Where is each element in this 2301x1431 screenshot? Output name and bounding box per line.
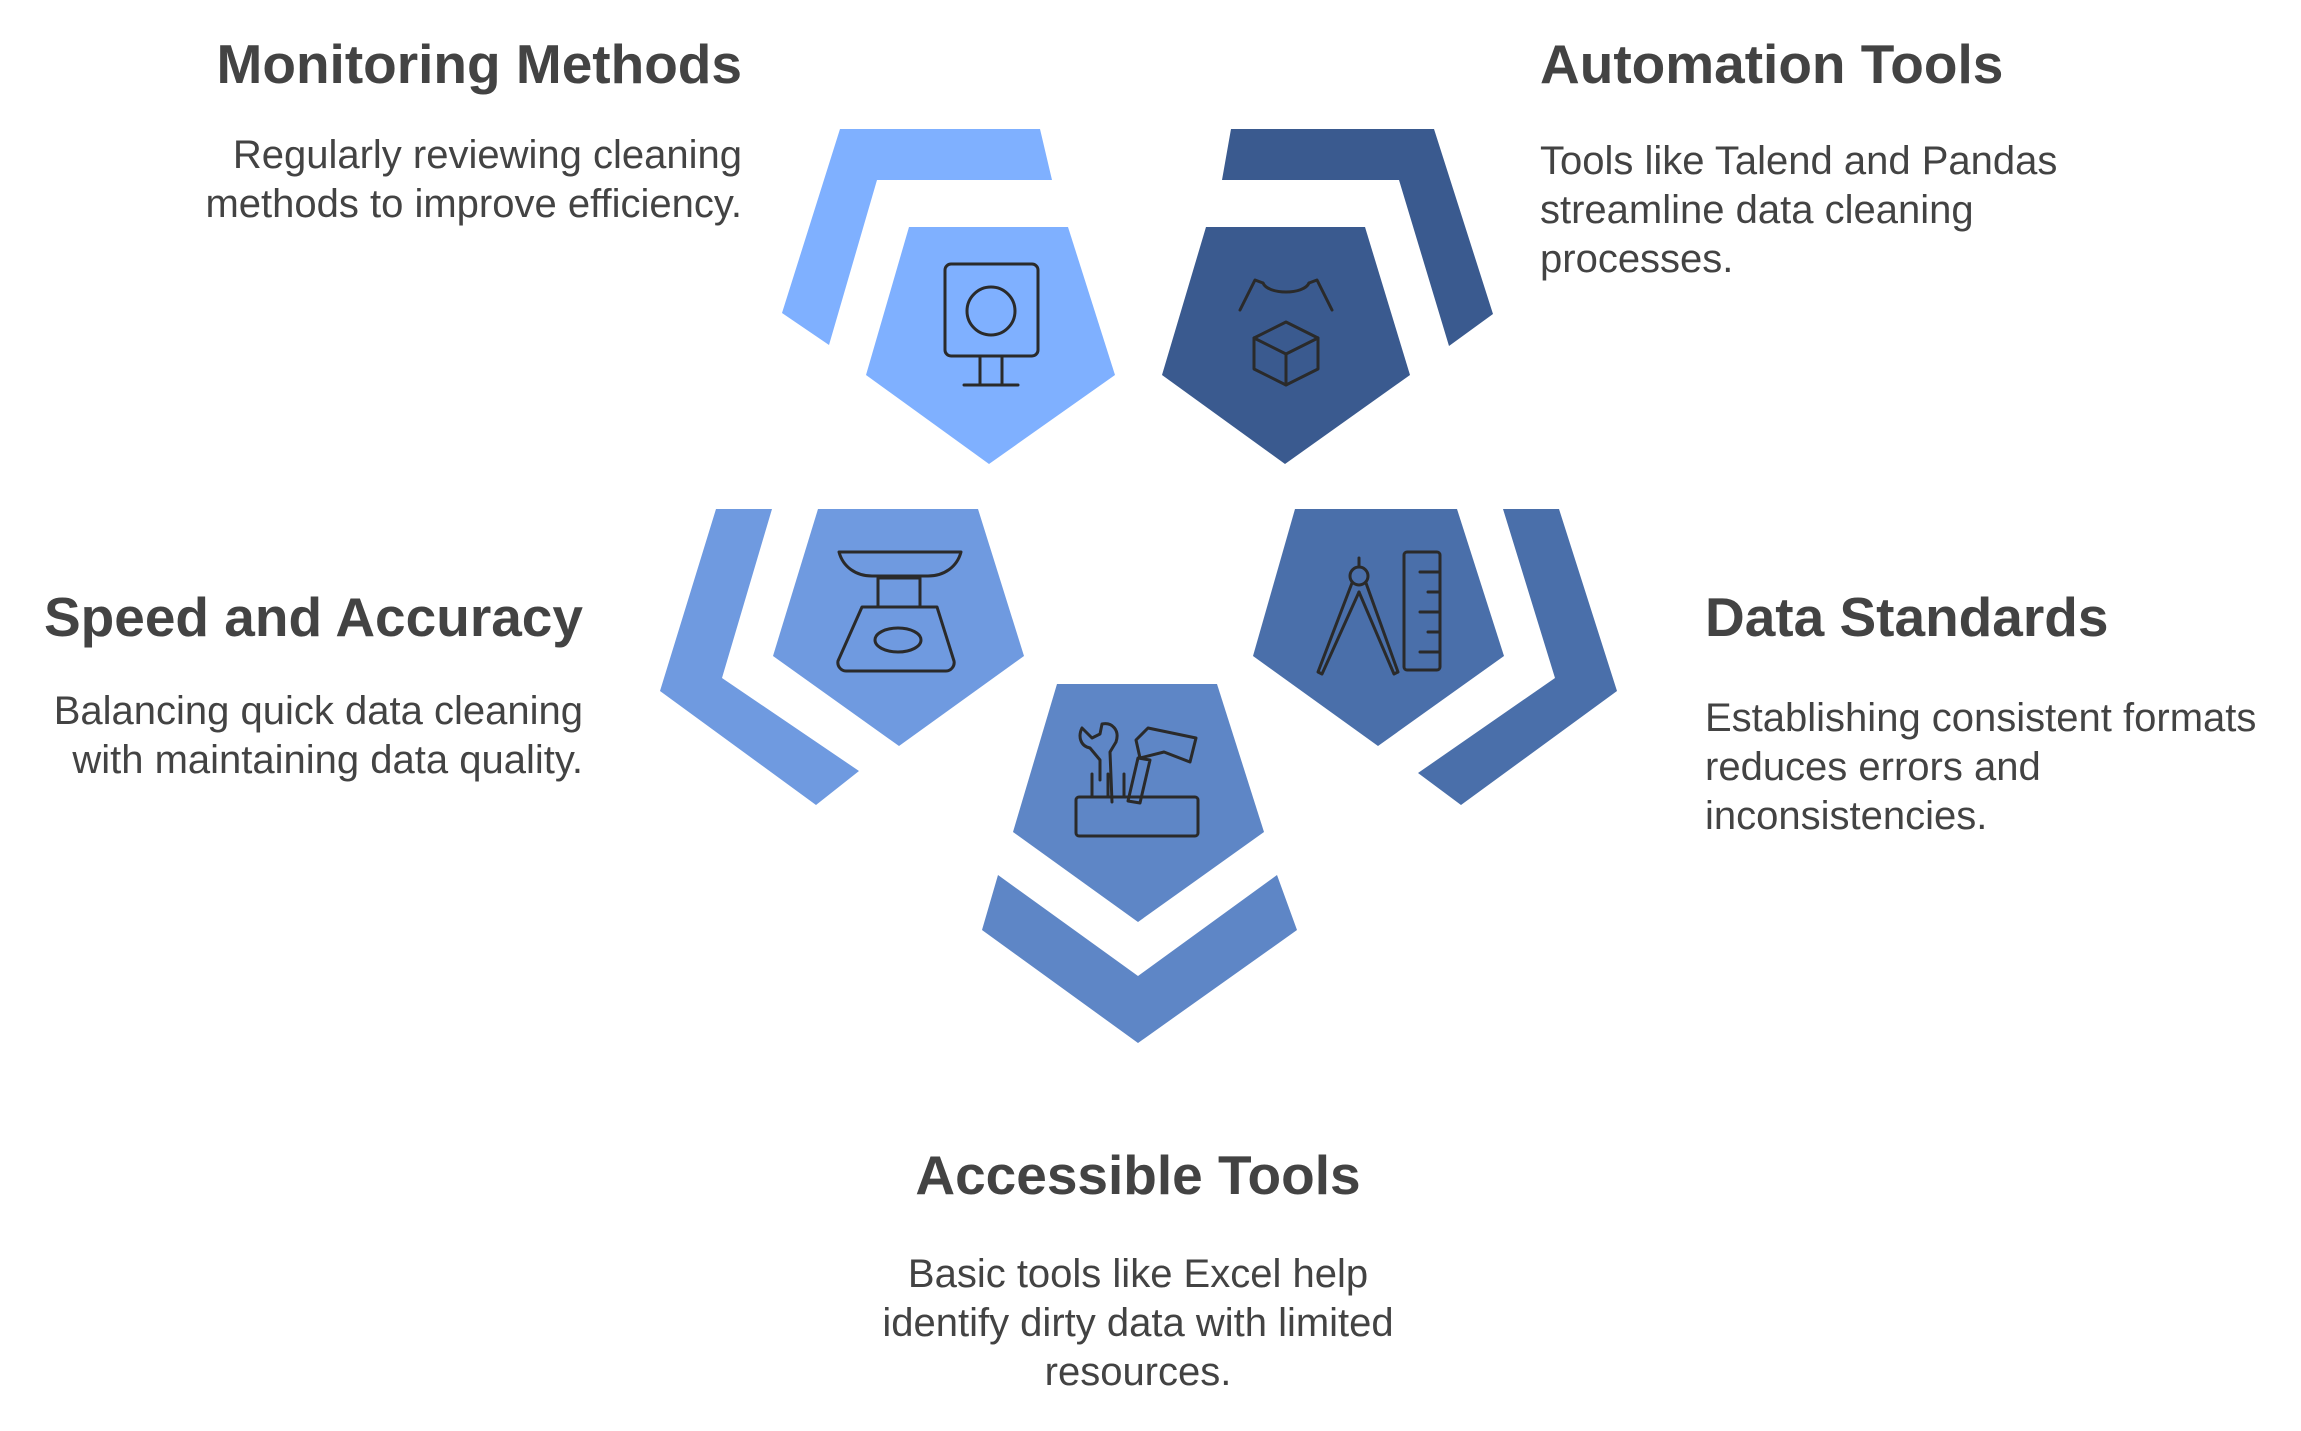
monitoring-chevron — [782, 129, 1052, 345]
accessible-description: Basic tools like Excel help identify dir… — [882, 1252, 1394, 1394]
monitoring-description: Regularly reviewing cleaning methods to … — [205, 133, 742, 226]
speed-chevron — [660, 509, 859, 805]
segment-automation — [1162, 129, 1493, 464]
monitor-icon — [943, 262, 1040, 387]
monitoring-title: Monitoring Methods — [216, 33, 742, 95]
automation-pentagon — [1162, 227, 1410, 464]
automation-chevron — [1222, 129, 1493, 346]
automation-title: Automation Tools — [1540, 33, 2004, 95]
accessible-chevron — [982, 875, 1297, 1043]
standards-chevron — [1418, 509, 1617, 805]
speed-description: Balancing quick data cleaning with maint… — [53, 689, 583, 782]
monitoring-pentagon — [866, 227, 1115, 464]
automation-description: Tools like Talend and Pandas streamline … — [1540, 139, 2058, 281]
scale-icon — [836, 550, 963, 673]
standards-title: Data Standards — [1705, 586, 2109, 648]
accessible-title: Accessible Tools — [915, 1144, 1361, 1206]
standards-pentagon — [1253, 509, 1504, 746]
compass-ruler-icon — [1316, 550, 1442, 676]
standards-description: Establishing consistent formats reduces … — [1705, 696, 2257, 838]
toolbox-icon — [1074, 722, 1200, 838]
robot-arm-box-icon — [1238, 278, 1334, 387]
speed-title: Speed and Accuracy — [43, 586, 583, 648]
segment-monitoring — [782, 129, 1115, 464]
